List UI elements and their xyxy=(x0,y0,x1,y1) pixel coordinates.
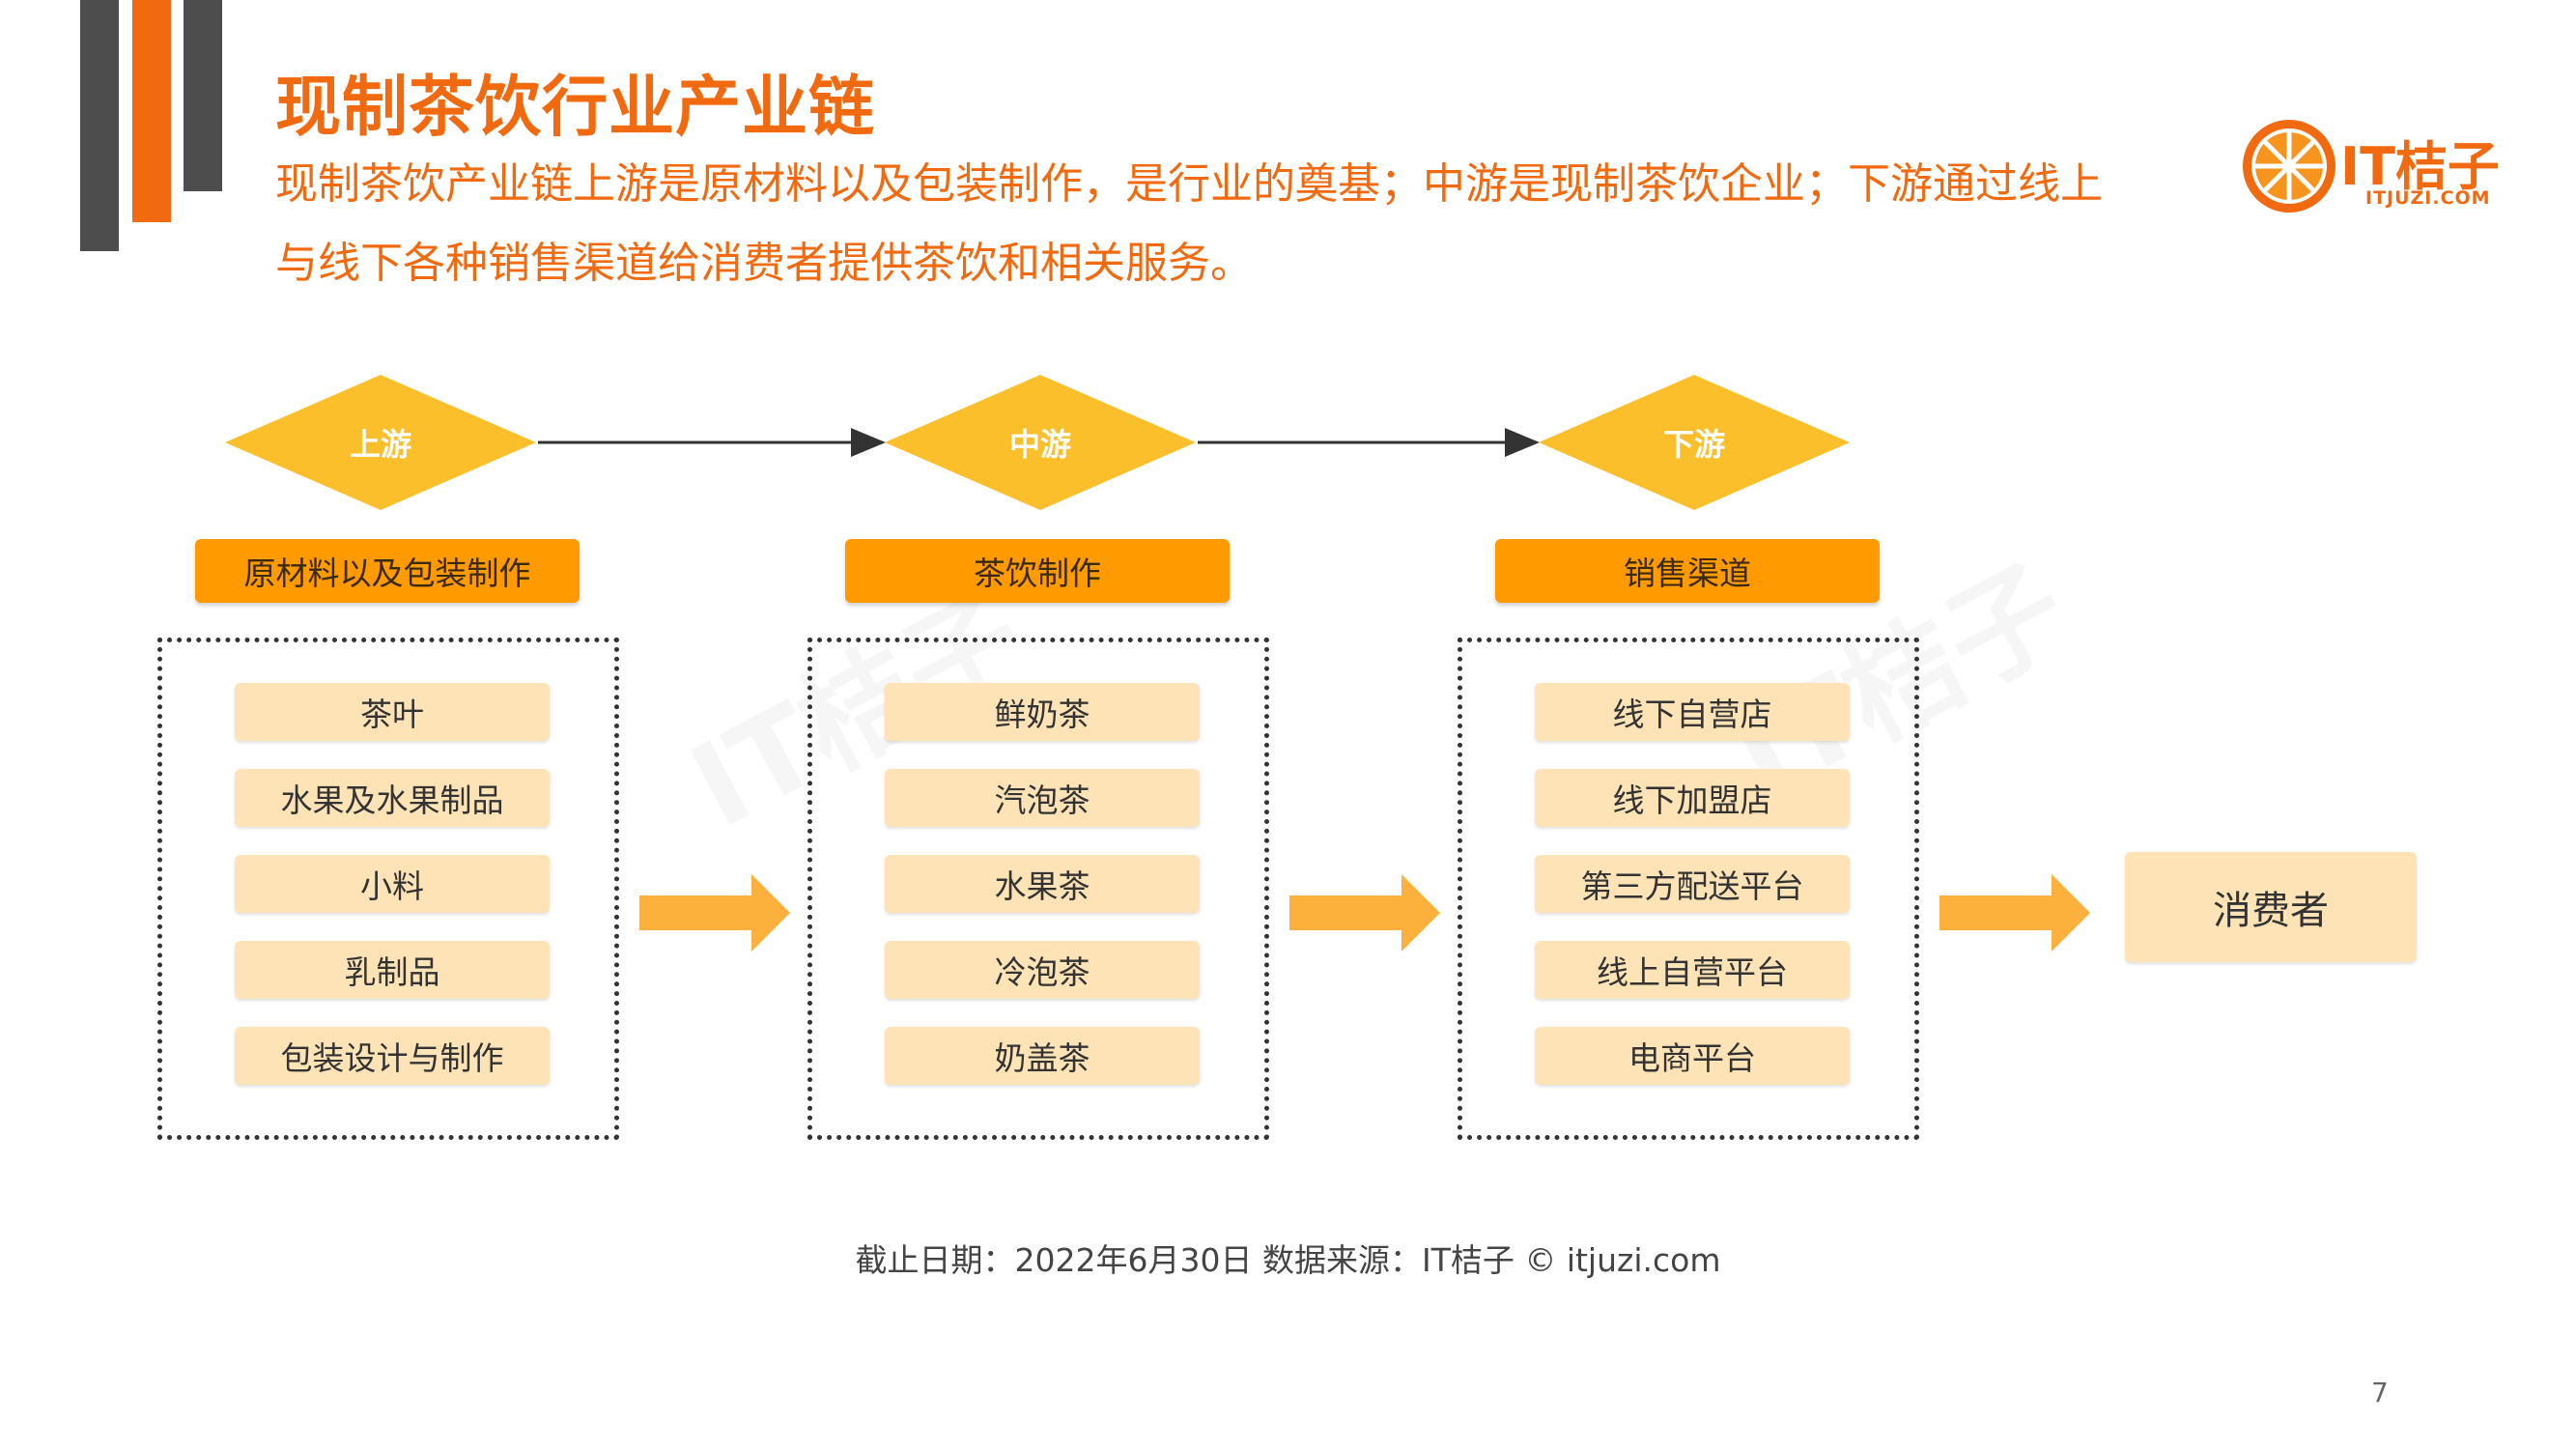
list-item: 鲜奶茶 xyxy=(885,683,1200,741)
list-item: 线上自营平台 xyxy=(1535,941,1850,999)
list-item: 水果茶 xyxy=(885,855,1200,913)
list-item: 线下自营店 xyxy=(1535,683,1850,741)
page-title: 现制茶饮行业产业链 xyxy=(275,70,876,146)
list-item: 汽泡茶 xyxy=(885,769,1200,827)
diamond-downstream xyxy=(1539,375,1850,510)
list-item: 线下加盟店 xyxy=(1535,769,1850,827)
category-upstream: 原材料以及包装制作 xyxy=(195,539,580,603)
list-item: 包装设计与制作 xyxy=(235,1027,550,1085)
decor-bar-orange xyxy=(132,0,171,222)
category-downstream: 销售渠道 xyxy=(1495,539,1880,603)
block-arrow-2 xyxy=(1289,874,1440,952)
list-item: 茶叶 xyxy=(235,683,550,741)
stage-label-upstream: 上游 xyxy=(349,426,411,463)
stage-label-midstream: 中游 xyxy=(1008,426,1071,463)
panel-upstream: 茶叶 水果及水果制品 小料 乳制品 包装设计与制作 xyxy=(157,638,619,1140)
list-item: 冷泡茶 xyxy=(885,941,1200,999)
list-item: 电商平台 xyxy=(1535,1027,1850,1085)
diamond-upstream xyxy=(225,375,536,510)
block-arrow-1 xyxy=(639,874,790,952)
list-item: 乳制品 xyxy=(235,941,550,999)
decor-bar-gray-1 xyxy=(80,0,119,251)
logo-text: IT桔子 xyxy=(2340,136,2500,197)
consumer-box: 消费者 xyxy=(2125,852,2417,962)
list-item: 第三方配送平台 xyxy=(1535,855,1850,913)
list-item: 水果及水果制品 xyxy=(235,769,550,827)
category-midstream: 茶饮制作 xyxy=(845,539,1230,603)
page-subtitle: 现制茶饮产业链上游是原材料以及包装制作，是行业的奠基；中游是现制茶饮企业；下游通… xyxy=(275,159,2103,288)
logo-subtext: ITJUZI.COM xyxy=(2365,187,2491,209)
orange-slice-icon xyxy=(2243,120,2335,213)
block-arrow-3 xyxy=(1939,874,2090,952)
itjuzi-logo: IT桔子 ITJUZI.COM xyxy=(2239,108,2529,224)
decor-bar-gray-2 xyxy=(184,0,222,191)
panel-midstream: 鲜奶茶 汽泡茶 水果茶 冷泡茶 奶盖茶 xyxy=(807,638,1269,1140)
stage-label-downstream: 下游 xyxy=(1662,426,1725,463)
list-item: 奶盖茶 xyxy=(885,1027,1200,1085)
page-number: 7 xyxy=(2371,1377,2389,1408)
diamond-midstream xyxy=(885,375,1196,510)
footer-source: 截止日期：2022年6月30日 数据来源：IT桔子 © itjuzi.com xyxy=(855,1241,1721,1279)
panel-downstream: 线下自营店 线下加盟店 第三方配送平台 线上自营平台 电商平台 xyxy=(1458,638,1919,1140)
list-item: 小料 xyxy=(235,855,550,913)
